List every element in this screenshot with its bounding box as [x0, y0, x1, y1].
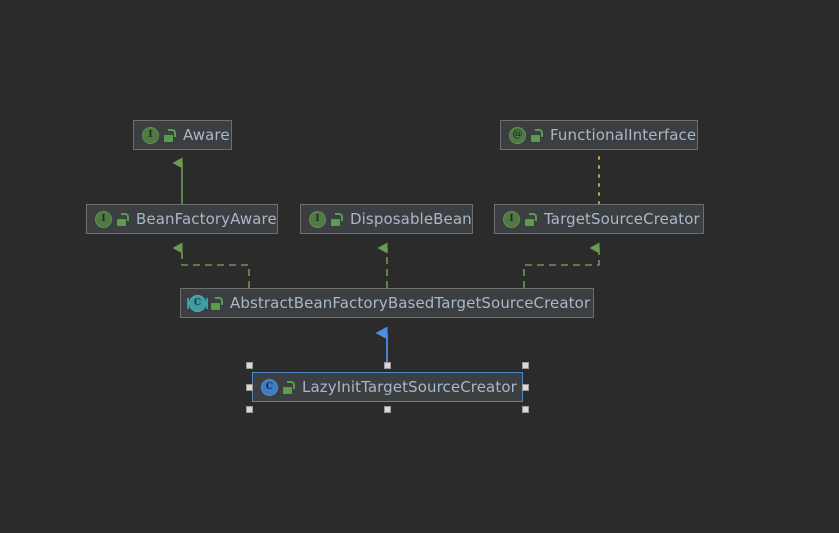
interface-icon: I	[503, 210, 520, 228]
node-label-bean-factory-aware: BeanFactoryAware	[136, 210, 277, 228]
uml-node-bean-factory-aware[interactable]: I BeanFactoryAware	[86, 204, 278, 234]
public-lock-icon	[115, 212, 129, 226]
uml-node-disposable-bean[interactable]: I DisposableBean	[300, 204, 473, 234]
node-label-abstract-creator: AbstractBeanFactoryBasedTargetSourceCrea…	[230, 294, 591, 312]
node-icons-lazy-init-creator: C	[261, 378, 295, 396]
handle-bottom-left[interactable]	[246, 406, 253, 413]
edge-abstract-creator-to-bean-factory-aware[interactable]	[172, 242, 250, 288]
public-lock-icon	[281, 380, 295, 394]
handle-middle-left[interactable]	[246, 384, 253, 391]
node-icons-disposable-bean: I	[309, 210, 343, 228]
node-label-target-source-creator: TargetSourceCreator	[544, 210, 700, 228]
interface-icon: I	[309, 210, 326, 228]
uml-node-functional-interface[interactable]: @ FunctionalInterface	[500, 120, 698, 150]
handle-top-right[interactable]	[522, 362, 529, 369]
handle-bottom-center[interactable]	[384, 406, 391, 413]
edge-abstract-creator-to-target-source-creator[interactable]	[523, 242, 600, 288]
public-lock-icon	[523, 212, 537, 226]
abstract-class-icon: C	[187, 294, 208, 312]
handle-middle-right[interactable]	[522, 384, 529, 391]
node-icons-aware: I	[142, 126, 176, 144]
uml-node-target-source-creator[interactable]: I TargetSourceCreator	[494, 204, 704, 234]
public-lock-icon	[329, 212, 343, 226]
node-icons-bean-factory-aware: I	[95, 210, 129, 228]
node-label-disposable-bean: DisposableBean	[350, 210, 472, 228]
uml-node-lazy-init-target-source-creator[interactable]: C LazyInitTargetSourceCreator	[252, 372, 523, 402]
node-label-aware: Aware	[183, 126, 230, 144]
handle-top-left[interactable]	[246, 362, 253, 369]
handle-bottom-right[interactable]	[522, 406, 529, 413]
node-icons-abstract-creator: C	[187, 294, 223, 312]
node-label-lazy-init-creator: LazyInitTargetSourceCreator	[302, 378, 517, 396]
node-label-functional-interface: FunctionalInterface	[550, 126, 697, 144]
interface-icon: I	[95, 210, 112, 228]
node-icons-target-source-creator: I	[503, 210, 537, 228]
class-icon: C	[261, 378, 278, 396]
public-lock-icon	[162, 128, 176, 142]
public-lock-icon	[209, 296, 223, 310]
interface-icon: I	[142, 126, 159, 144]
uml-node-abstract-bean-factory-based-target-source-creator[interactable]: C AbstractBeanFactoryBasedTargetSourceCr…	[180, 288, 594, 318]
handle-top-center[interactable]	[384, 362, 391, 369]
public-lock-icon	[529, 128, 543, 142]
uml-node-aware[interactable]: I Aware	[133, 120, 232, 150]
node-icons-functional-interface: @	[509, 126, 543, 144]
annotation-icon: @	[509, 126, 526, 144]
